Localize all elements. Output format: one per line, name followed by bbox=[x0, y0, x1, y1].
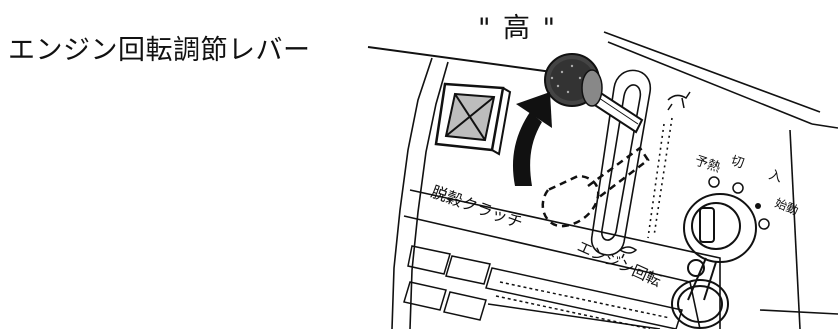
hare-icon bbox=[667, 91, 691, 111]
svg-text:入: 入 bbox=[767, 168, 784, 186]
svg-text:始動: 始動 bbox=[773, 196, 801, 218]
panel-outline bbox=[391, 31, 838, 329]
up-arrow-icon bbox=[512, 92, 552, 186]
ignition-key-icon bbox=[671, 193, 757, 329]
tortoise-icon bbox=[618, 246, 638, 259]
svg-text:予熱: 予熱 bbox=[693, 154, 722, 176]
callout-leader-line bbox=[367, 46, 553, 73]
keypad-area bbox=[403, 245, 683, 329]
high-position-label: " 高 " bbox=[478, 13, 558, 44]
engine-rpm-label: エンジン回転 bbox=[574, 237, 664, 290]
svg-text:切: 切 bbox=[729, 154, 746, 172]
lever-low-position bbox=[541, 146, 650, 228]
lever-knob-icon bbox=[544, 53, 603, 107]
clutch-button-icon bbox=[434, 82, 512, 156]
lever-slot bbox=[591, 69, 673, 256]
lever-callout-label: エンジン回転調節レバー bbox=[8, 35, 311, 66]
